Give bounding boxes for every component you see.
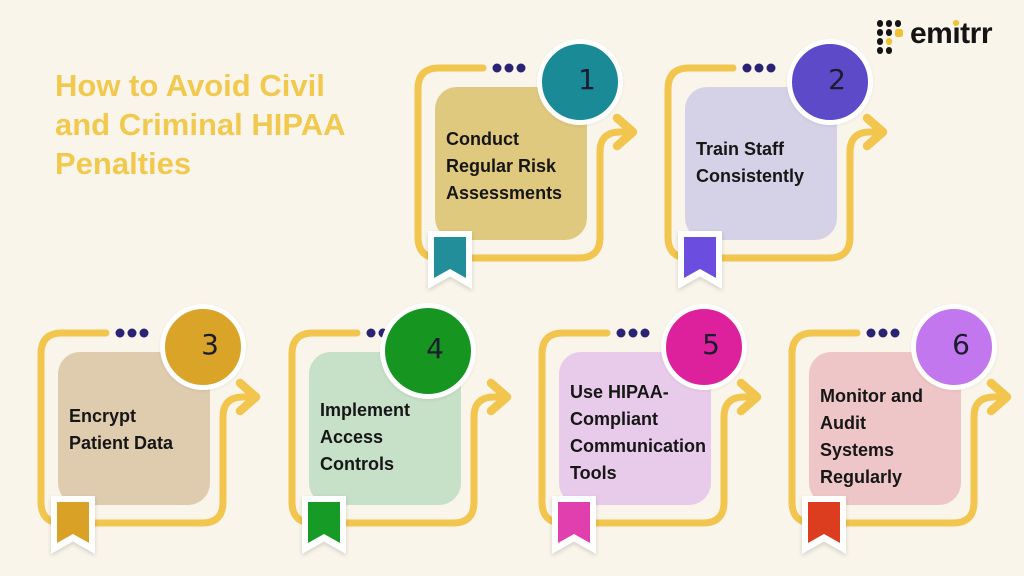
step-number: 4: [426, 331, 444, 365]
bookmark-ribbon-icon: [302, 496, 346, 554]
emitrr-wordmark: emitrr: [909, 17, 993, 50]
step-card-6: Monitor and Audit Systems Regularly 6: [779, 304, 1024, 576]
step-card-1: Conduct Regular Risk Assessments 1: [405, 39, 655, 312]
step-number-badge: 5: [661, 304, 747, 390]
arrow-right-icon: [235, 378, 261, 416]
step-number: 1: [578, 62, 596, 96]
frame-and-arrow: [37, 328, 261, 527]
bookmark-ribbon-icon: [802, 496, 846, 554]
arrow-right-icon: [486, 378, 512, 416]
step-card-3: Encrypt Patient Data 3: [28, 304, 278, 576]
step-number-badge: 2: [787, 39, 873, 125]
bookmark-ribbon-icon: [428, 231, 472, 289]
step-card-5: Use HIPAA- Compliant Communication Tools…: [529, 304, 779, 576]
arrow-right-icon: [736, 378, 762, 416]
step-title: Conduct Regular Risk Assessments: [446, 129, 563, 203]
ellipsis-dots-icon: [742, 63, 776, 73]
step-card-2: Train Staff Consistently 2: [655, 39, 905, 312]
bookmark-ribbon-icon: [51, 496, 95, 554]
arrow-right-icon: [612, 113, 638, 151]
frame-outline-path: [414, 64, 629, 262]
step-number: 5: [702, 327, 720, 361]
step-number: 2: [828, 62, 846, 96]
frame-outline-path: [788, 329, 1003, 527]
bookmark-ribbon-icon: [552, 496, 596, 554]
step-number-badge: 4: [380, 303, 476, 399]
arrow-right-icon: [986, 378, 1012, 416]
arrow-right-icon: [862, 113, 888, 151]
step-title: Monitor and Audit Systems Regularly: [820, 386, 923, 487]
step-title: Encrypt Patient Data: [69, 406, 174, 453]
frame-outline-path: [664, 64, 879, 262]
frame-and-arrow: [664, 63, 888, 262]
frame-outline-path: [37, 329, 252, 527]
frame-outline-path: [538, 329, 753, 527]
step-title: Use HIPAA- Compliant Communication Tools: [570, 382, 707, 483]
step-title: Train Staff Consistently: [696, 139, 805, 186]
step-card-4: Implement Access Controls 4: [279, 303, 529, 576]
ellipsis-dots-icon: [492, 63, 526, 73]
step-title: Implement Access Controls: [320, 400, 411, 474]
step-number-badge: 6: [911, 304, 997, 390]
step-number-badge: 1: [537, 39, 623, 125]
emitrr-dot-grid-icon: [876, 20, 904, 54]
frame-and-arrow: [538, 328, 762, 527]
bookmark-ribbon-icon: [678, 231, 722, 289]
frame-and-arrow: [414, 63, 638, 262]
page-title: How to Avoid Civil and Criminal HIPAA Pe…: [55, 68, 346, 181]
ellipsis-dots-icon: [115, 328, 149, 338]
emitrr-logo: emitrr: [876, 16, 993, 54]
frame-and-arrow: [788, 328, 1012, 527]
step-number: 3: [201, 327, 219, 361]
ellipsis-dots-icon: [616, 328, 650, 338]
ellipsis-dots-icon: [866, 328, 900, 338]
step-number-badge: 3: [160, 304, 246, 390]
step-number: 6: [952, 327, 970, 361]
frame-outline-path: [288, 329, 503, 527]
